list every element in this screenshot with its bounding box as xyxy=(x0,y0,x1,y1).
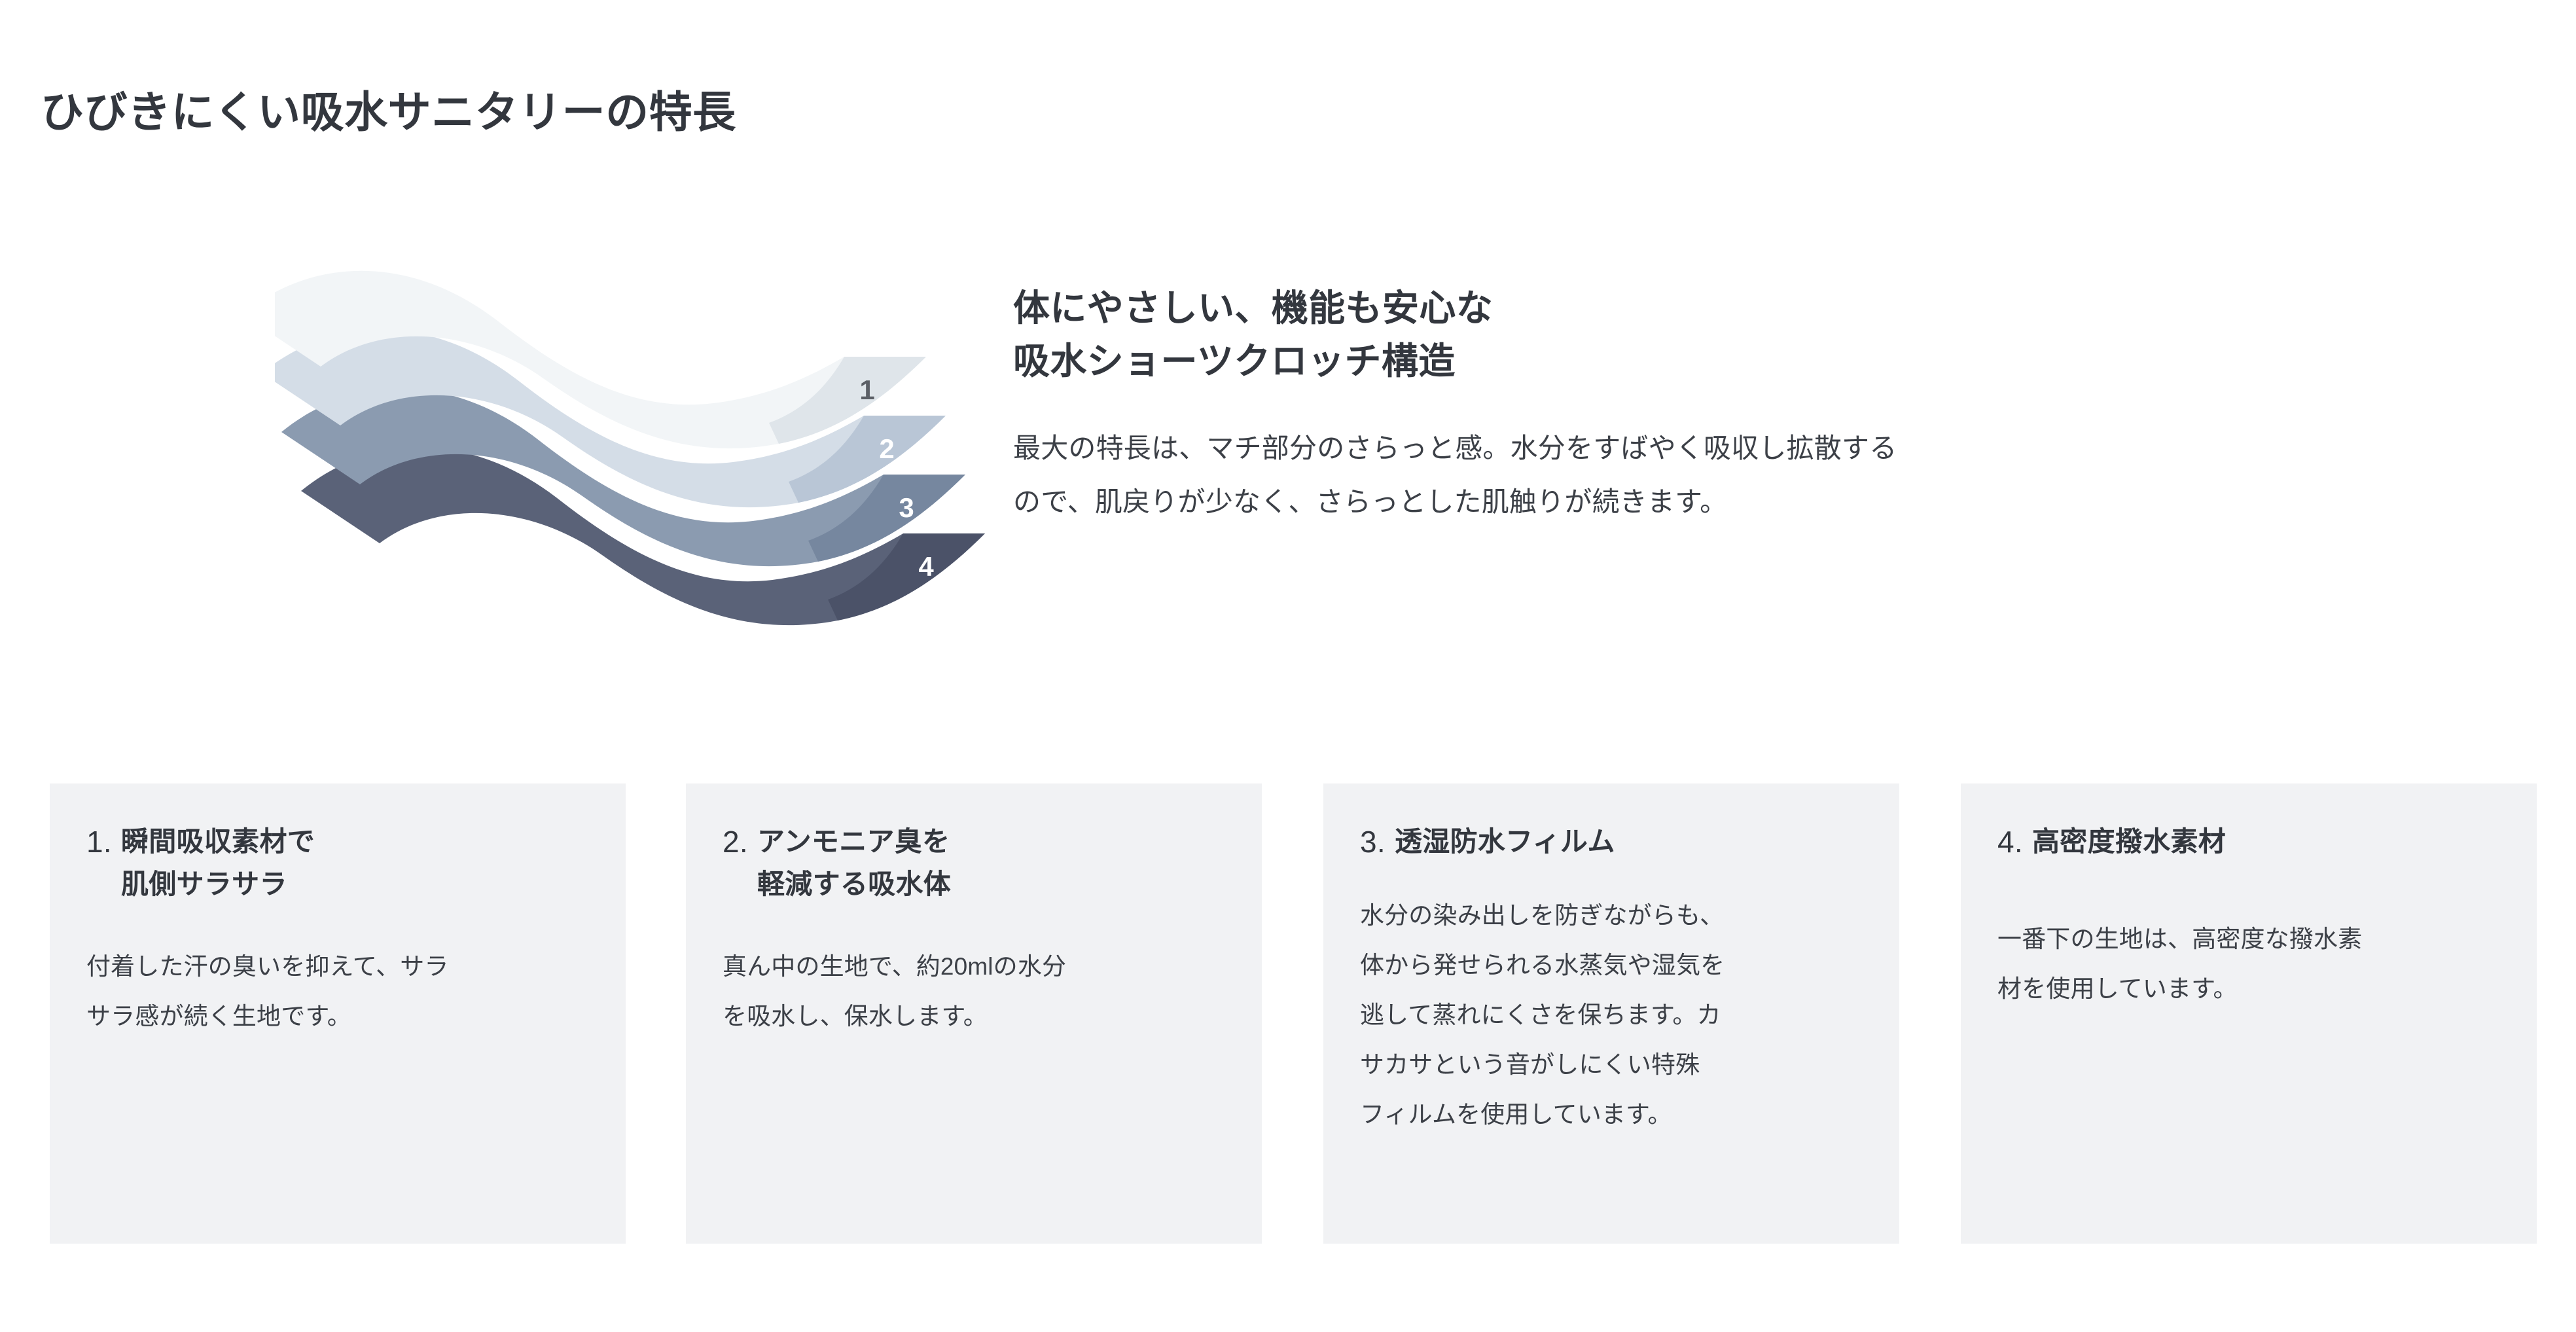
feature-card-2-title: 2. アンモニア臭を 軽減する吸水体 xyxy=(723,820,1225,905)
hero-heading-line-2: 吸水ショーツクロッチ構造 xyxy=(1013,340,1456,382)
feature-card-3-body-line-5: フィルムを使用しています。 xyxy=(1360,1100,1672,1128)
feature-card-1-number: 1. xyxy=(86,825,112,859)
feature-card-2-title-line-1: アンモニア臭を xyxy=(757,826,950,857)
feature-card-3-title-line-1: 透湿防水フィルム xyxy=(1394,826,1615,857)
feature-card-1-body: 付着した汗の臭いを抑えて、サラ サラ感が続く生地です。 xyxy=(86,942,589,1041)
feature-card-2: 2. アンモニア臭を 軽減する吸水体 真ん中の生地で、約20mlの水分 を吸水し… xyxy=(686,783,1262,1244)
layer-number-4: 4 xyxy=(918,551,934,582)
hero-body-line-1: 最大の特長は、マチ部分のさらっと感。水分をすばやく吸収し拡散する xyxy=(1013,433,1897,464)
feature-card-list: 1. 瞬間吸収素材で 肌側サラサラ 付着した汗の臭いを抑えて、サラ サラ感が続く… xyxy=(0,783,2576,1245)
feature-card-3-number: 3. xyxy=(1360,825,1386,859)
feature-card-4-body-line-1: 一番下の生地は、高密度な撥水素 xyxy=(1997,926,2363,953)
hero-heading: 体にやさしい、機能も安心な 吸水ショーツクロッチ構造 xyxy=(1013,281,2322,387)
feature-card-4-title: 4. 高密度撥水素材 xyxy=(1997,820,2500,863)
feature-card-1-body-line-1: 付着した汗の臭いを抑えて、サラ xyxy=(86,953,449,981)
hero-section: 4 3 2 1 体にやさしい、機能も安心な 吸水ショーツクロ xyxy=(0,216,2576,700)
feature-card-2-body-line-1: 真ん中の生地で、約20mlの水分 xyxy=(723,953,1067,981)
feature-card-3-body-line-4: サカサという音がしにくい特殊 xyxy=(1360,1051,1700,1078)
layer-number-3: 3 xyxy=(899,492,914,523)
hero-text-block: 体にやさしい、機能も安心な 吸水ショーツクロッチ構造 最大の特長は、マチ部分のさ… xyxy=(1013,281,2322,529)
feature-card-4-title-text: 高密度撥水素材 xyxy=(2032,820,2226,863)
feature-card-3: 3. 透湿防水フィルム 水分の染み出しを防ぎながらも、 体から発せられる水蒸気や… xyxy=(1323,783,1899,1244)
fabric-layer-4 xyxy=(301,447,985,626)
feature-card-4-body: 一番下の生地は、高密度な撥水素 材を使用しています。 xyxy=(1997,914,2500,1014)
hero-heading-line-1: 体にやさしい、機能も安心な xyxy=(1013,287,1494,329)
feature-card-2-body-line-2: を吸水し、保水します。 xyxy=(723,1003,988,1030)
feature-card-4-number: 4. xyxy=(1997,825,2023,859)
feature-card-1-title-line-1: 瞬間吸収素材で xyxy=(120,826,315,857)
feature-card-1-title-text: 瞬間吸収素材で 肌側サラサラ xyxy=(121,820,315,905)
feature-card-2-body: 真ん中の生地で、約20mlの水分 を吸水し、保水します。 xyxy=(723,942,1225,1041)
feature-card-2-number: 2. xyxy=(723,825,748,859)
feature-card-3-body-line-3: 逃して蒸れにくさを保ちます。カ xyxy=(1360,1001,1721,1028)
hero-body: 最大の特長は、マチ部分のさらっと感。水分をすばやく吸収し拡散する ので、肌戻りが… xyxy=(1013,422,2296,529)
feature-card-1-body-line-2: サラ感が続く生地です。 xyxy=(86,1003,351,1030)
layer-number-2: 2 xyxy=(879,433,894,464)
feature-card-3-body: 水分の染み出しを防ぎながらも、 体から発せられる水蒸気や湿気を 逃して蒸れにくさ… xyxy=(1360,891,1863,1139)
feature-card-1-title-line-2: 肌側サラサラ xyxy=(120,869,287,900)
feature-card-4-body-line-2: 材を使用しています。 xyxy=(1997,975,2238,1003)
feature-card-4-title-line-1: 高密度撥水素材 xyxy=(2031,826,2227,857)
feature-card-4: 4. 高密度撥水素材 一番下の生地は、高密度な撥水素 材を使用しています。 xyxy=(1961,783,2537,1244)
fabric-layer-3 xyxy=(281,388,965,567)
fabric-layer-diagram: 4 3 2 1 xyxy=(275,236,1008,694)
feature-card-1: 1. 瞬間吸収素材で 肌側サラサラ 付着した汗の臭いを抑えて、サラ サラ感が続く… xyxy=(50,783,626,1244)
page-title: ひびきにくい吸水サニタリーの特長 xyxy=(41,88,736,137)
hero-body-line-2: ので、肌戻りが少なく、さらっとした肌触りが続きます。 xyxy=(1013,486,1728,518)
fabric-layer-1 xyxy=(275,270,926,449)
feature-card-3-body-line-2: 体から発せられる水蒸気や湿気を xyxy=(1360,952,1725,979)
feature-card-2-title-line-2: 軽減する吸水体 xyxy=(757,869,952,900)
fabric-layer-2 xyxy=(275,329,946,508)
feature-card-3-title-text: 透湿防水フィルム xyxy=(1395,820,1615,863)
feature-card-1-title: 1. 瞬間吸収素材で 肌側サラサラ xyxy=(86,820,589,905)
feature-card-3-body-line-1: 水分の染み出しを防ぎながらも、 xyxy=(1360,902,1725,929)
layer-number-1: 1 xyxy=(859,374,874,405)
feature-card-2-title-text: アンモニア臭を 軽減する吸水体 xyxy=(757,820,951,905)
feature-card-3-title: 3. 透湿防水フィルム xyxy=(1360,820,1863,863)
